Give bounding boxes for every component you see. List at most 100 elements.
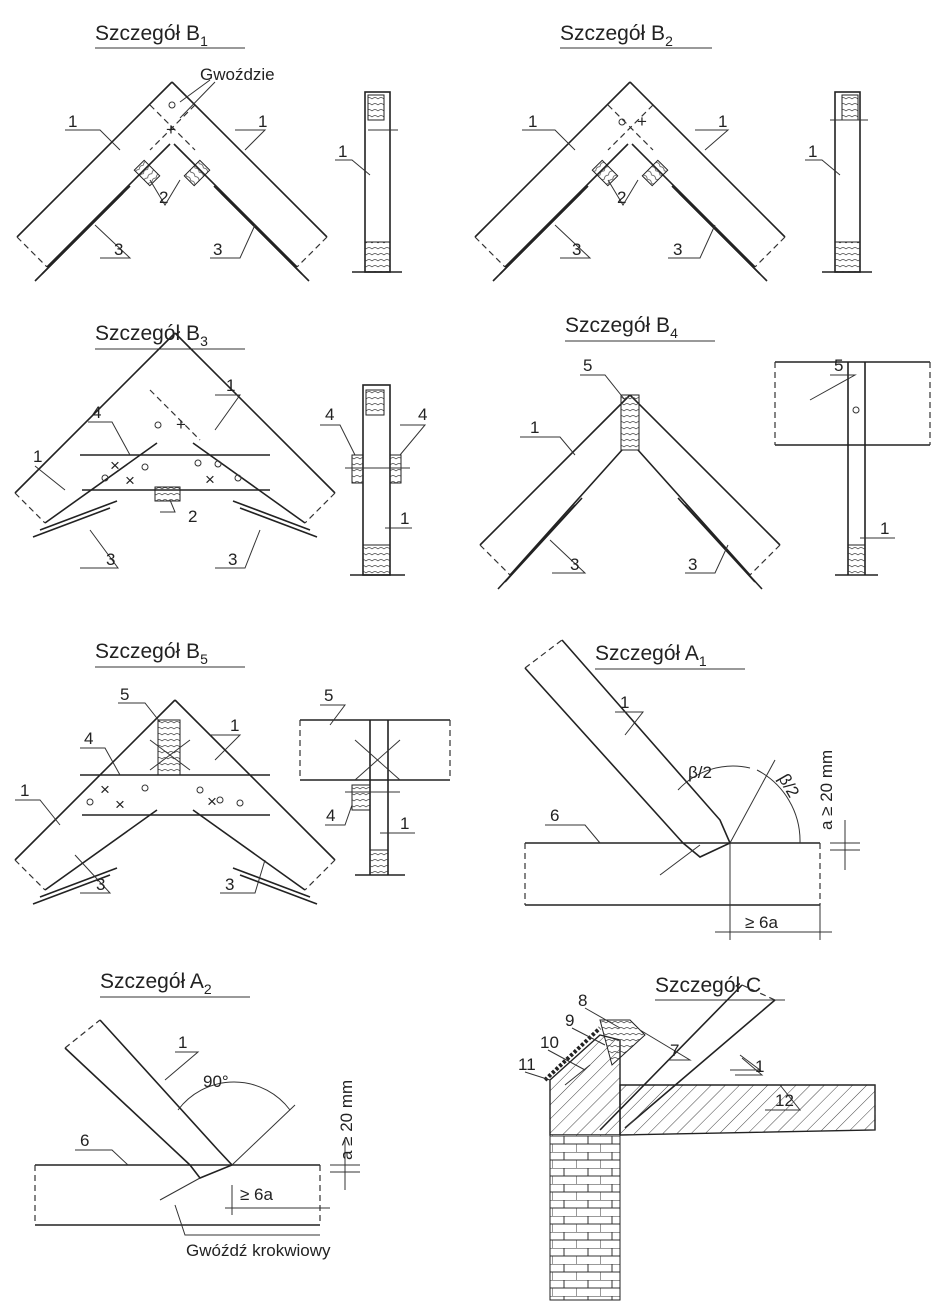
board-edge: [492, 192, 582, 282]
c-detail: 8 9 10 11 7 1 12: [518, 984, 876, 1301]
svg-text:6: 6: [80, 1131, 89, 1150]
svg-text:1: 1: [33, 447, 42, 466]
svg-text:3: 3: [106, 550, 115, 569]
rafter-inner-edge: [509, 449, 623, 576]
svg-text:Szczegół A1: Szczegół A1: [595, 642, 707, 669]
svg-text:×: ×: [205, 470, 215, 489]
svg-text:Szczegół A2: Szczegół A2: [100, 970, 212, 997]
svg-text:2: 2: [188, 507, 197, 526]
rafter-outer-edge: [629, 81, 786, 238]
svg-text:+: +: [176, 415, 186, 434]
svg-text:1: 1: [755, 1057, 764, 1076]
svg-text:11: 11: [518, 1055, 536, 1074]
svg-text:1: 1: [880, 519, 889, 538]
rafter-cut-line: [749, 544, 781, 576]
svg-text:9: 9: [565, 1011, 574, 1030]
b2-details: + 1 1 2 3 3 1: [522, 91, 872, 273]
board-edge: [497, 504, 576, 590]
a1-detail: 1 6 β/2 β/2 a ≥ 20 mm ≥ 6a: [524, 639, 860, 940]
title-b4: Szczegół B4: [565, 314, 715, 342]
title-b3: Szczegół B3: [95, 322, 245, 350]
svg-text:90°: 90°: [203, 1072, 229, 1091]
svg-text:3: 3: [572, 240, 581, 259]
svg-text:Szczegół B5: Szczegół B5: [95, 640, 208, 667]
svg-text:1: 1: [178, 1033, 187, 1052]
rafter-outer-edge: [14, 332, 176, 494]
svg-text:≥ 6a: ≥ 6a: [745, 913, 779, 932]
svg-text:Szczegół B1: Szczegół B1: [95, 22, 208, 49]
svg-text:1: 1: [68, 112, 77, 131]
svg-text:β/2: β/2: [688, 763, 712, 782]
svg-text:1: 1: [338, 142, 347, 161]
board-edge: [39, 500, 118, 531]
rafter-cut-line: [474, 236, 506, 268]
svg-text:10: 10: [540, 1033, 559, 1052]
title-c: Szczegół C: [655, 974, 785, 1001]
rafter-cut-line: [304, 492, 336, 524]
svg-text:1: 1: [258, 112, 267, 131]
svg-text:5: 5: [583, 356, 592, 375]
rafter-cut-line: [304, 859, 336, 891]
a2-detail: 1 6 90° a ≥ 20 mm ≥ 6a Gwóźdź krokwiowy: [34, 1019, 360, 1260]
svg-text:4: 4: [84, 729, 93, 748]
svg-text:1: 1: [230, 716, 239, 735]
svg-text:Gwóźdź krokwiowy: Gwóźdź krokwiowy: [186, 1241, 331, 1260]
board-edge: [239, 874, 318, 905]
rafter-inner-edge: [192, 442, 306, 524]
rafter-cut-line: [16, 236, 48, 268]
b5-details: ××× 5 1 4 1 3 3 5 4 1: [15, 685, 451, 894]
svg-text:3: 3: [673, 240, 682, 259]
svg-text:1: 1: [718, 112, 727, 131]
svg-text:1: 1: [400, 814, 409, 833]
svg-text:8: 8: [578, 991, 587, 1010]
svg-text:Szczegół B4: Szczegół B4: [565, 314, 678, 341]
board-edge: [32, 874, 111, 905]
svg-text:×: ×: [125, 471, 135, 490]
rafter-outer-edge: [14, 699, 176, 861]
svg-text:4: 4: [325, 405, 334, 424]
svg-text:3: 3: [96, 875, 105, 894]
svg-text:4: 4: [92, 403, 101, 422]
svg-text:3: 3: [688, 555, 697, 574]
rafter-cut-line: [296, 236, 328, 268]
board-edge: [32, 507, 111, 538]
svg-text:a ≥ 20 mm: a ≥ 20 mm: [817, 750, 836, 830]
svg-text:≥ 6a: ≥ 6a: [240, 1185, 274, 1204]
svg-text:5: 5: [834, 356, 843, 375]
svg-text:3: 3: [228, 550, 237, 569]
svg-text:β/2: β/2: [775, 771, 803, 801]
svg-text:5: 5: [324, 686, 333, 705]
svg-text:1: 1: [400, 509, 409, 528]
board-edge: [684, 504, 763, 590]
board-edge: [239, 507, 318, 538]
svg-text:7: 7: [670, 1041, 679, 1060]
b1-details: + Gwoździe 1 1 2 3 3 1: [65, 65, 402, 273]
rafter-cut-line: [14, 492, 46, 524]
label-gwozdzie: Gwoździe: [200, 65, 275, 84]
rafter-outer-edge: [479, 394, 631, 546]
rafter-inner-edge: [173, 143, 298, 268]
svg-text:1: 1: [528, 112, 537, 131]
svg-text:×: ×: [100, 780, 110, 799]
rafter-cut-line: [14, 859, 46, 891]
title-a1: Szczegół A1: [595, 642, 745, 670]
svg-text:Szczegół C: Szczegół C: [655, 974, 761, 997]
rafter-outer-edge: [171, 81, 328, 238]
rafter-inner-edge: [631, 143, 756, 268]
svg-text:1: 1: [530, 418, 539, 437]
svg-text:12: 12: [775, 1091, 794, 1110]
board-edge: [678, 192, 768, 282]
rafter-pairs: [14, 81, 786, 905]
svg-text:2: 2: [159, 188, 168, 207]
title-b1: Szczegół B1: [95, 22, 245, 49]
b3-details: + ××× 4 1 1 2 3 3 4 4 1: [33, 376, 427, 576]
svg-text:×: ×: [110, 456, 120, 475]
rafter-inner-edge: [192, 809, 306, 891]
svg-text:4: 4: [418, 405, 427, 424]
rafter-cut-line: [754, 236, 786, 268]
rafter-inner-edge: [44, 442, 158, 524]
rafter-inner-edge: [637, 449, 751, 576]
board-edge: [220, 192, 310, 282]
b4-details: 5 1 3 3 5 1: [520, 356, 931, 576]
